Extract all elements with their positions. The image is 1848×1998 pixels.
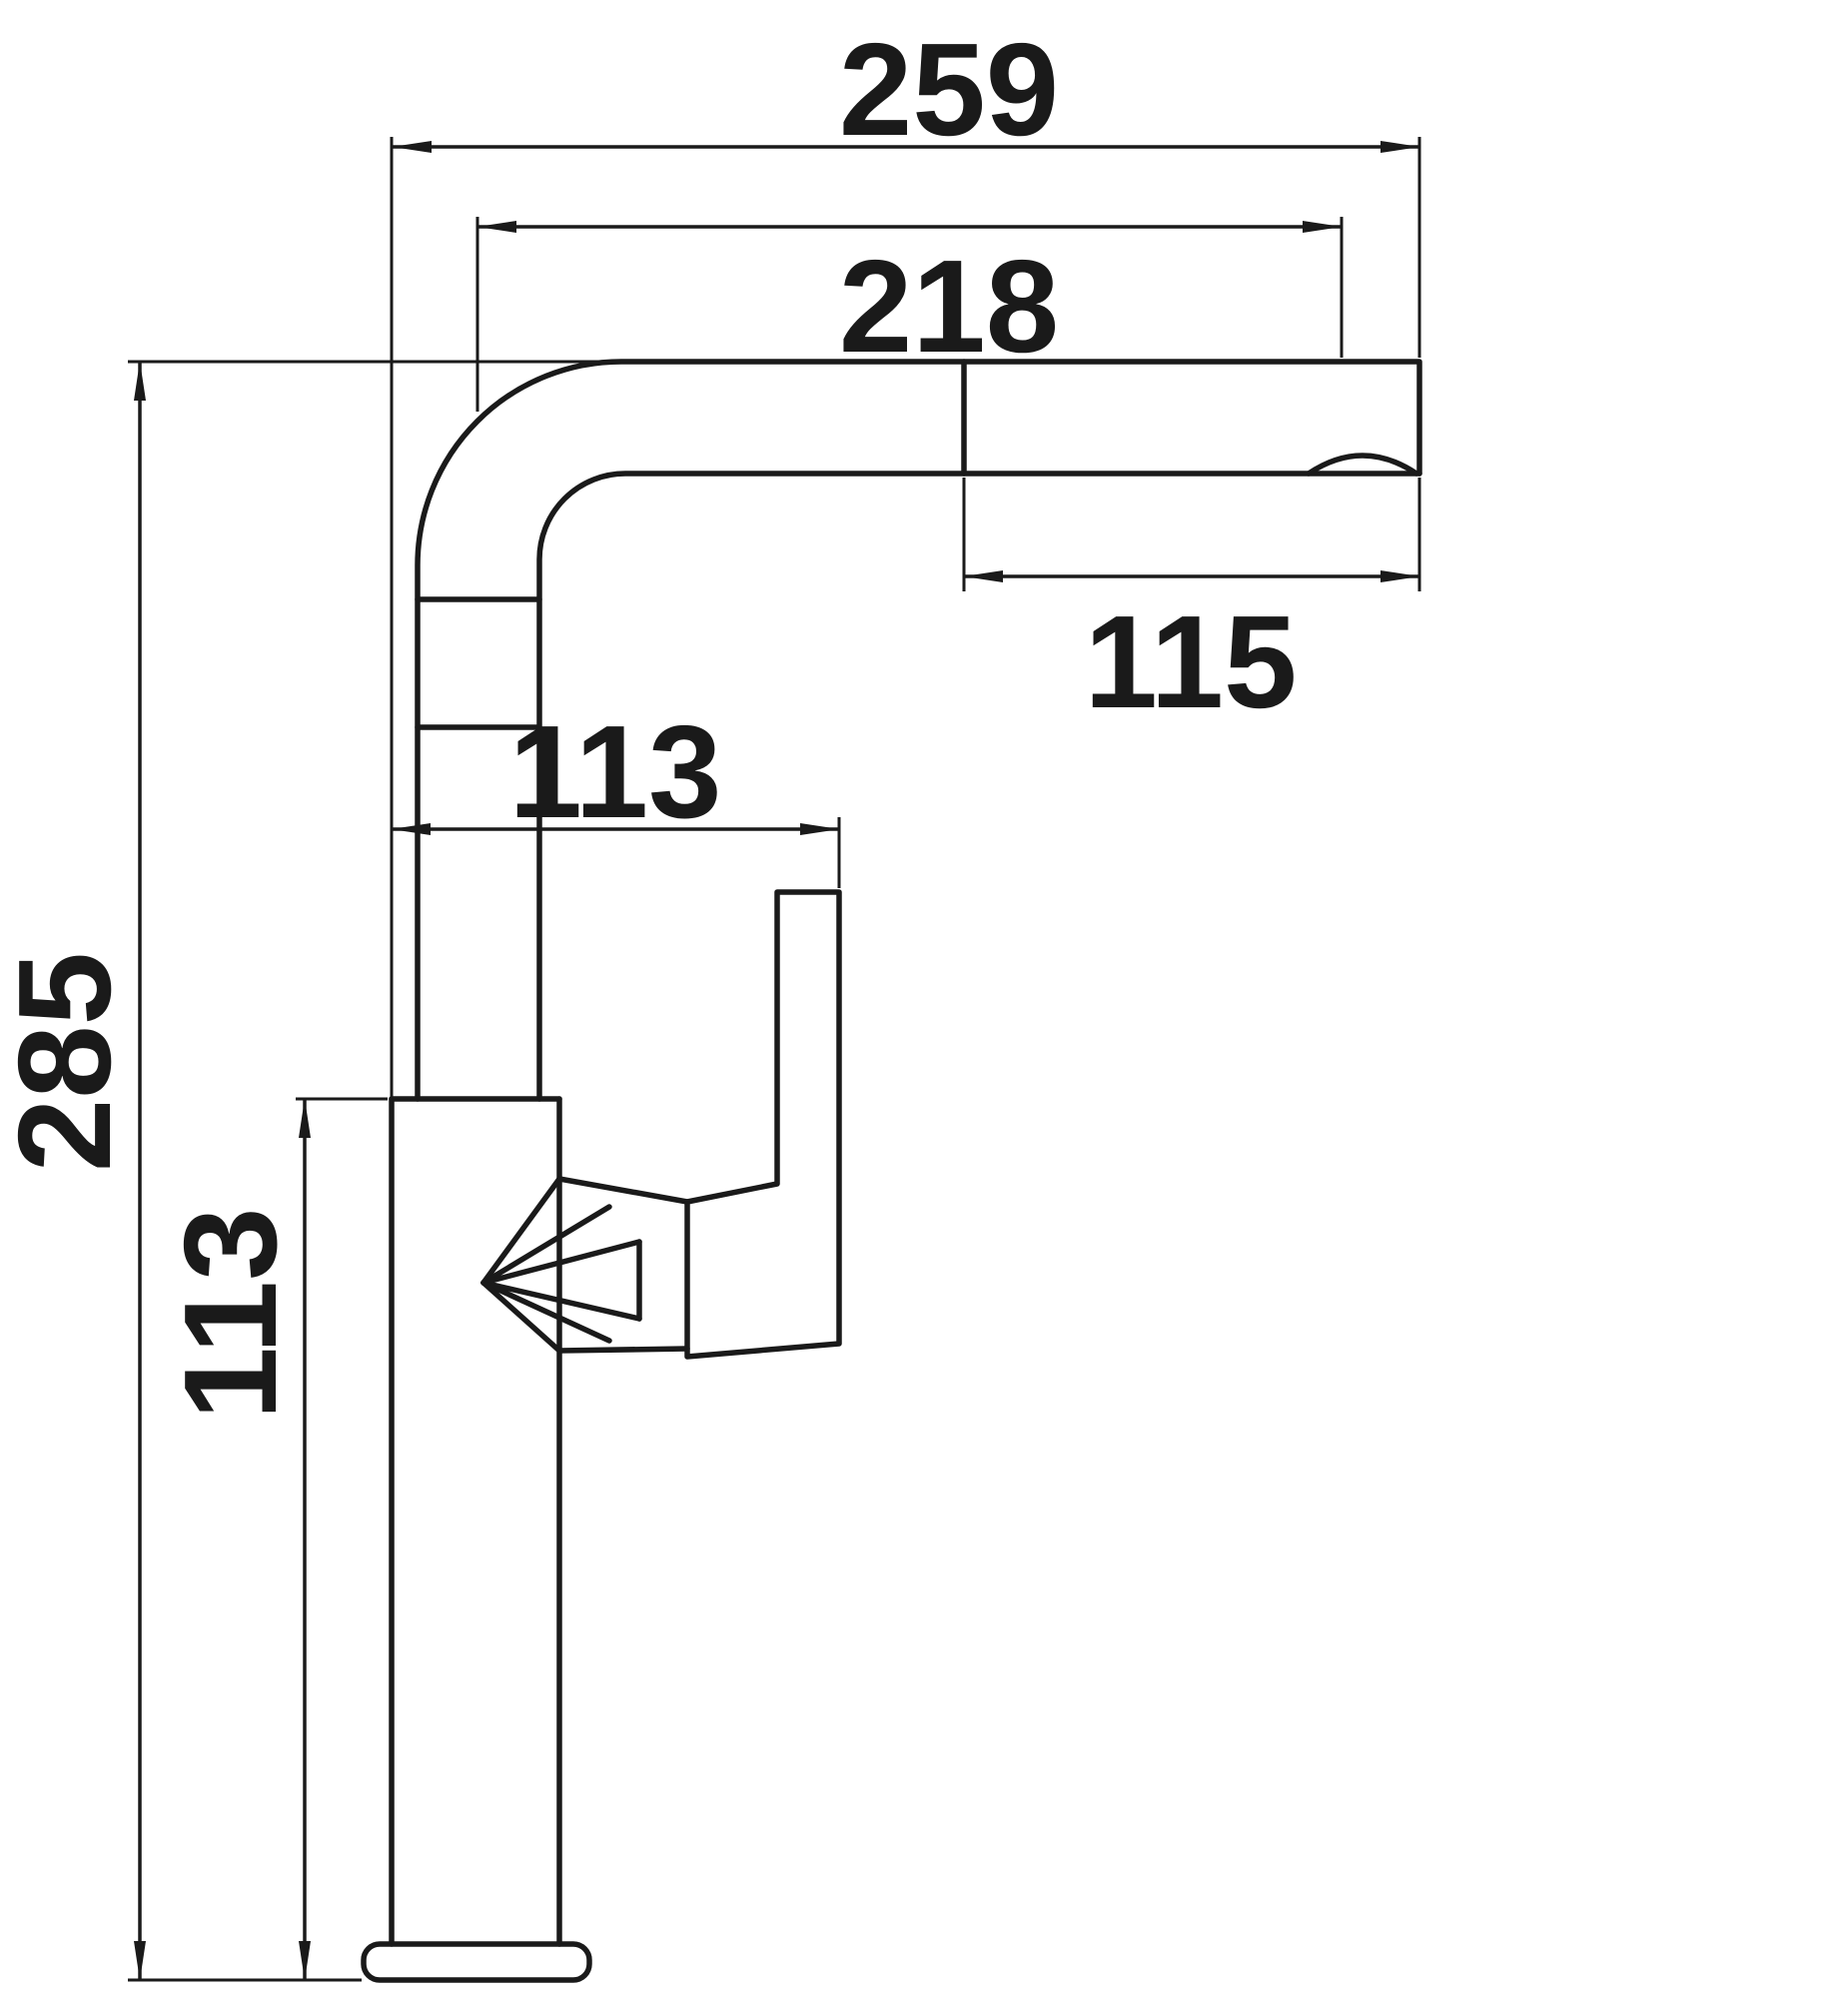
dimension-label-body-height: 113 (157, 1208, 304, 1421)
aerator-outline (1306, 453, 1419, 477)
extension-lines (128, 137, 1421, 1982)
boss-facet-2 (480, 1204, 612, 1286)
dimension-labels: 259 218 115 113 285 113 (0, 16, 1297, 1420)
spout-inner-profile (536, 471, 1422, 1102)
handle-boss-bottom-edge (556, 1346, 690, 1354)
boss-facet-5 (480, 1280, 612, 1344)
dimension-label-inner-reach: 218 (839, 233, 1059, 380)
dimension-label-overall-reach: 259 (839, 16, 1059, 163)
handle-boss-top-edge (556, 1176, 690, 1205)
spout-outer-profile (415, 359, 1422, 1102)
dimension-lines (134, 141, 1420, 1981)
dimension-label-handle-offset: 113 (509, 698, 722, 845)
base-flange (361, 1941, 592, 1983)
boss-facet-1 (480, 1176, 562, 1286)
faucet-outline (361, 359, 1422, 1983)
handle-outline (684, 889, 842, 1360)
dimension-label-spray-head-length: 115 (1085, 588, 1298, 735)
boss-facet-3 (480, 1239, 642, 1286)
dimension-label-overall-height: 285 (0, 952, 138, 1172)
boss-facet-6 (480, 1280, 562, 1354)
boss-facet-4 (480, 1280, 642, 1322)
